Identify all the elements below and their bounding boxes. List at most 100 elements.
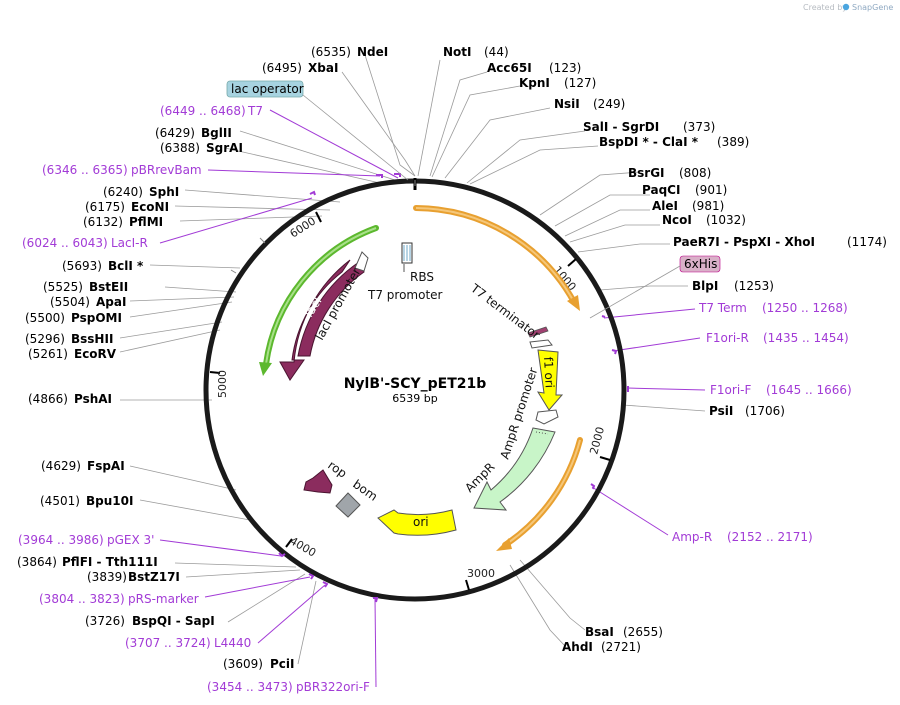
enzyme-fspai-pos: (4629) (41, 459, 81, 473)
enzyme-econi: EcoNI (131, 200, 169, 214)
primer-l4440: L4440 (214, 636, 251, 650)
primer-t7term-range: (1250 .. 1268) (762, 301, 848, 315)
primer-amp-r-range: (2152 .. 2171) (727, 530, 813, 544)
label-6xhis: 6xHis (684, 257, 717, 271)
watermark-brand: SnapGene (852, 3, 893, 12)
enzyme-bcli-pos: (5693) (62, 259, 102, 273)
enzyme-pflmi-pos: (6132) (83, 215, 123, 229)
enzyme-ecorv: EcoRV (74, 347, 117, 361)
enzyme-econi-pos: (6175) (85, 200, 125, 214)
enzyme-bspdi-pos: (389) (717, 135, 749, 149)
label-rbs: RBS (410, 270, 434, 284)
his-tag-box: 6xHis (589, 255, 721, 319)
enzyme-bcli: BclI * (108, 259, 144, 273)
enzyme-bsshii: BssHII (71, 332, 113, 346)
feature-f1-ori: f1 ori (537, 349, 564, 411)
enzyme-bspqi-pos: (3726) (85, 614, 125, 628)
enzyme-bsai-pos: (2655) (623, 625, 663, 639)
primer-f1ori-r-range: (1435 .. 1454) (763, 331, 849, 345)
primer-t7: T7 (247, 104, 263, 118)
enzyme-sgrai: SgrAI (206, 141, 243, 155)
enzyme-blpi: BlpI (692, 279, 718, 293)
primer-prs-marker-range: (3804 .. 3823) (39, 592, 125, 606)
primer-t7-range: (6449 .. 6468) (160, 104, 246, 118)
label-t7-promoter: T7 promoter (367, 288, 443, 302)
enzyme-ndei: NdeI (357, 45, 388, 59)
primer-laci-r-range: (6024 .. 6043) (22, 236, 108, 250)
enzyme-alei-pos: (981) (692, 199, 724, 213)
feature-rop (303, 469, 333, 494)
lac-operator-box: lac operator (226, 80, 409, 181)
enzyme-ahdi: AhdI (562, 640, 593, 654)
primer-f1ori-r: F1ori-R (706, 331, 749, 345)
enzyme-apai-pos: (5504) (50, 295, 90, 309)
enzyme-noti-pos: (44) (484, 45, 509, 59)
primer-t7term: T7 Term (698, 301, 747, 315)
enzyme-xbai-pos: (6495) (262, 61, 302, 75)
tick-3000: 3000 (467, 567, 495, 580)
snapgene-logo-icon (842, 3, 850, 11)
enzyme-psii-pos: (1706) (745, 404, 785, 418)
enzyme-pspomi: PspOMI (71, 311, 122, 325)
enzyme-xbai: XbaI (308, 61, 338, 75)
enzyme-alei: AleI (652, 199, 678, 213)
label-t7-terminator: T7 terminator (467, 281, 542, 343)
feature-ori: ori (377, 509, 457, 536)
label-rop: rop (325, 458, 349, 481)
enzyme-labels: (6535) NdeI (6495) XbaI NotI (44) Acc65I… (17, 45, 887, 671)
enzyme-ahdi-pos: (2721) (601, 640, 641, 654)
enzyme-bpu10i-pos: (4501) (40, 494, 80, 508)
enzyme-bsrgi-pos: (808) (679, 166, 711, 180)
enzyme-kpni: KpnI (519, 76, 550, 90)
plasmid-size: 6539 bp (392, 392, 437, 405)
feature-orange-bottom (496, 437, 583, 551)
feature-ampr-promoter-arrow (535, 409, 559, 425)
enzyme-bsteii: BstEII (89, 280, 128, 294)
enzyme-bglii: BglII (201, 126, 232, 140)
primer-marks (278, 173, 629, 603)
enzyme-bsteii-pos: (5525) (43, 280, 83, 294)
enzyme-blpi-pos: (1253) (734, 279, 774, 293)
enzyme-paer7i-pos: (1174) (847, 235, 887, 249)
feature-bom (335, 492, 361, 518)
enzyme-pflmi: PflMI (129, 215, 163, 229)
tick-4000: 4000 (288, 534, 319, 559)
enzyme-noti: NotI (443, 45, 472, 59)
primer-l4440-range: (3707 .. 3724) (125, 636, 211, 650)
enzyme-ndei-pos: (6535) (311, 45, 351, 59)
enzyme-pflfi-pos: (3864) (17, 555, 57, 569)
enzyme-bpu10i: Bpu10I (86, 494, 133, 508)
enzyme-nsii: NsiI (554, 97, 580, 111)
primer-laci-r: LacI-R (111, 236, 148, 250)
enzyme-pshai: PshAI (74, 392, 112, 406)
enzyme-sphi-pos: (6240) (103, 185, 143, 199)
enzyme-bsshii-pos: (5296) (25, 332, 65, 346)
enzyme-nsii-pos: (249) (593, 97, 625, 111)
feature-green-arc (259, 225, 379, 376)
feature-orange-top (413, 205, 580, 311)
tick-5000: 5000 (216, 370, 229, 398)
primer-pbr322ori-f: pBR322ori-F (296, 680, 370, 694)
enzyme-bspqi: BspQI - SapI (132, 614, 215, 628)
enzyme-pshai-pos: (4866) (28, 392, 68, 406)
enzyme-sgrai-pos: (6388) (160, 141, 200, 155)
enzyme-bstz17i: BstZ17I (128, 570, 180, 584)
plasmid-title: NylB'-SCY_pET21b 6539 bp (344, 376, 487, 405)
primer-prs-marker: pRS-marker (128, 592, 199, 606)
enzyme-bsrgi: BsrGI (628, 166, 665, 180)
enzyme-pcii-pos: (3609) (223, 657, 263, 671)
enzyme-pcii: PciI (270, 657, 295, 671)
enzyme-psii: PsiI (709, 404, 733, 418)
primer-amp-r: Amp-R (672, 530, 712, 544)
enzyme-ecorv-pos: (5261) (28, 347, 68, 361)
feature-t7-terminator-marker (527, 326, 553, 349)
enzyme-bspdi: BspDI * - ClaI * (599, 135, 699, 149)
enzyme-sali: SalI - SgrDI (583, 120, 659, 134)
enzyme-paer7i: PaeR7I - PspXI - XhoI (673, 235, 815, 249)
tick-2000: 2000 (587, 425, 607, 455)
enzyme-pflfi: PflFI - Tth111I (62, 555, 158, 569)
primer-pbr322ori-f-range: (3454 .. 3473) (207, 680, 293, 694)
enzyme-ncoi-pos: (1032) (706, 213, 746, 227)
enzyme-paqci: PaqCI (642, 183, 680, 197)
